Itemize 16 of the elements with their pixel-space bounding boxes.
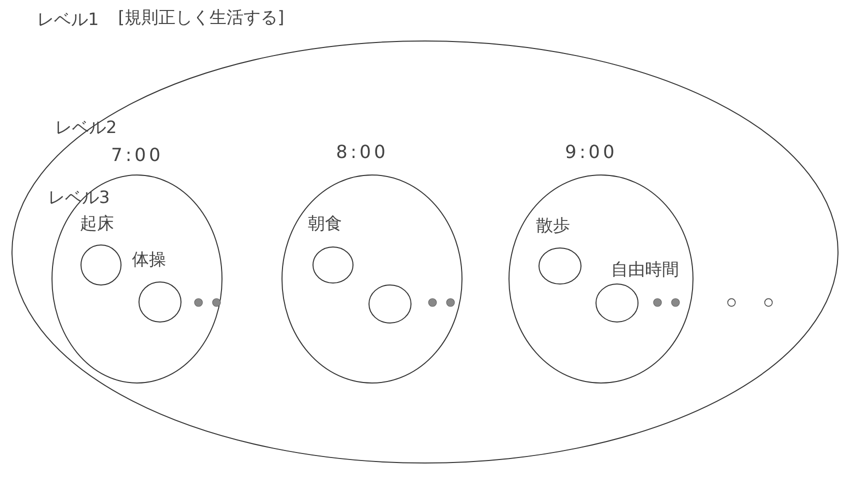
activity-label: 体操 [132, 250, 166, 270]
activity-label: 起床 [80, 214, 114, 234]
activity-circle [534, 214, 584, 286]
level-label: レベル1 [37, 10, 99, 30]
activity-label: 自由時間 [611, 260, 679, 280]
activity-circle [368, 284, 412, 324]
level-label: レベル2 [55, 118, 117, 138]
level-label: レベル3 [48, 188, 110, 208]
time-label: 7:00 [111, 146, 164, 166]
activity-circle [78, 212, 124, 288]
activity-circle [130, 248, 184, 324]
time-label: 9:00 [565, 143, 618, 163]
time-label: 8:00 [336, 143, 388, 163]
activity-label: 朝食 [308, 214, 342, 234]
activity-label: 散歩 [536, 216, 570, 236]
level-title: [規則正しく生活する] [118, 8, 284, 28]
